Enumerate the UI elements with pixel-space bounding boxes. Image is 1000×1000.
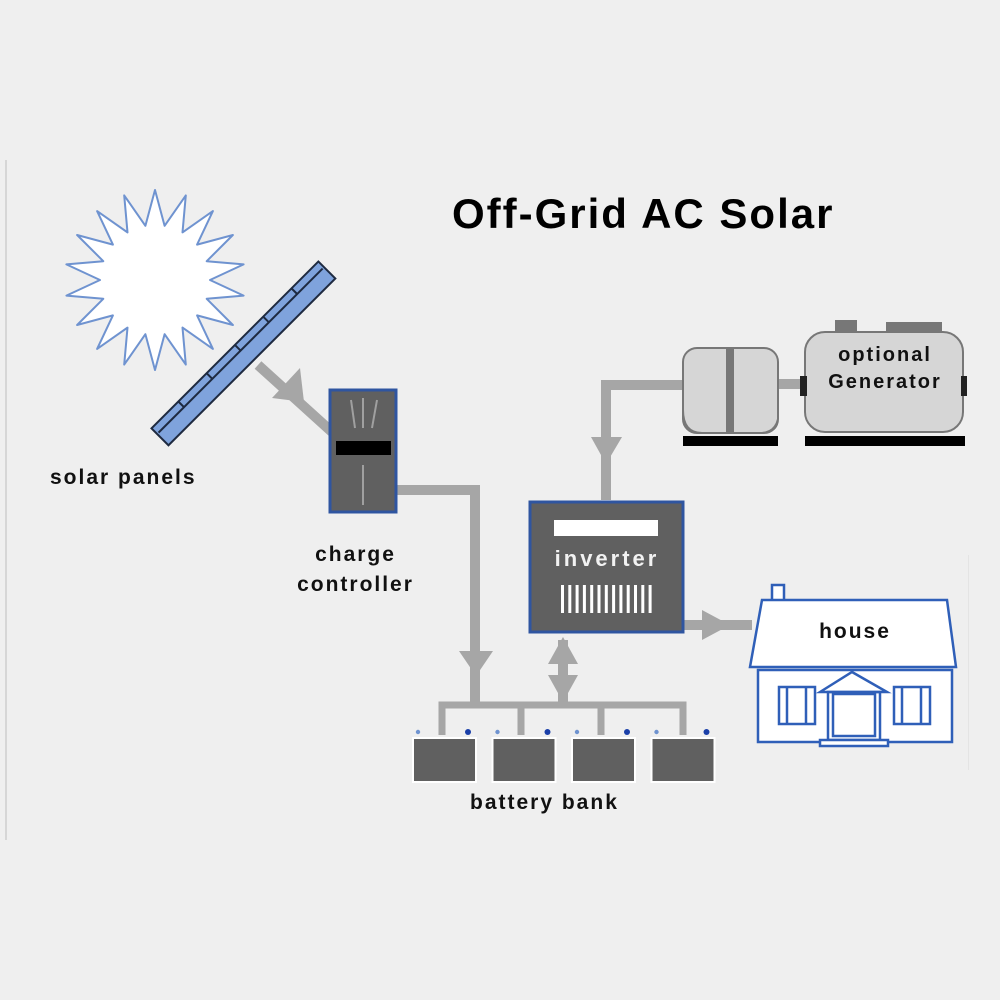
arrow-generator-to-inverter-icon (591, 437, 622, 464)
generator-label: optional Generator (808, 342, 962, 396)
inverter-vent (648, 585, 652, 613)
charge-controller-icon (328, 388, 398, 514)
inverter-vent (619, 585, 623, 613)
battery-terminal-negative (415, 729, 421, 735)
page-title: Off-Grid AC Solar (452, 190, 835, 237)
battery-terminal-positive (703, 729, 710, 735)
battery-terminal-negative (495, 729, 500, 735)
inverter-vent (590, 585, 594, 613)
house-label: house (819, 620, 891, 643)
inverter-icon (528, 500, 685, 634)
sun-shape (65, 189, 245, 371)
battery-terminal-positive (465, 729, 471, 735)
inverter-vent (575, 585, 579, 613)
inverter-vent (561, 585, 564, 613)
battery-icon (571, 729, 636, 783)
arrow-battery-down-icon (548, 675, 578, 702)
arrow-panel-to-controller-icon (272, 368, 304, 402)
battery-bank-label: battery bank (470, 791, 619, 814)
battery-terminal-positive (544, 729, 551, 735)
battery-icon (650, 729, 716, 783)
house-icon (748, 583, 958, 748)
inverter-vent (612, 585, 616, 613)
frame-edge-right (968, 555, 969, 770)
battery-terminal-positive (624, 729, 630, 735)
battery-icon (412, 729, 477, 783)
battery-terminal-negative (654, 729, 659, 735)
frame-edge-left (5, 160, 7, 840)
inverter-vent (626, 585, 630, 613)
charge-controller-label-line1: charge (315, 543, 396, 566)
charge-controller-label-line2: controller (297, 573, 414, 596)
inverter-vent (582, 585, 586, 613)
battery-bank-icon (412, 729, 716, 783)
inverter-vent (604, 585, 608, 613)
battery-icon (491, 729, 557, 783)
charge-controller-label: charge controller (283, 540, 428, 600)
arrow-controller-to-battery-icon (459, 651, 493, 676)
generator-icon (682, 320, 967, 446)
generator-label-line1: optional (838, 344, 932, 366)
wire-battery-bus (438, 701, 687, 735)
arrow-inverter-to-house-icon (702, 610, 730, 640)
inverter-vent (634, 585, 637, 613)
inverter-vent (568, 585, 572, 613)
inverter-label: inverter (554, 546, 660, 571)
battery-terminal-negative (574, 729, 580, 735)
inverter-vent (641, 585, 645, 613)
solar-panel-icon (150, 260, 337, 447)
sun-icon (65, 189, 245, 371)
arrow-battery-up-icon (548, 637, 578, 664)
solar-panels-label: solar panels (50, 466, 197, 489)
wire-controller-to-battery (397, 485, 480, 702)
generator-label-line2: Generator (828, 371, 942, 393)
inverter-vent (597, 585, 601, 613)
arrows (272, 368, 730, 702)
